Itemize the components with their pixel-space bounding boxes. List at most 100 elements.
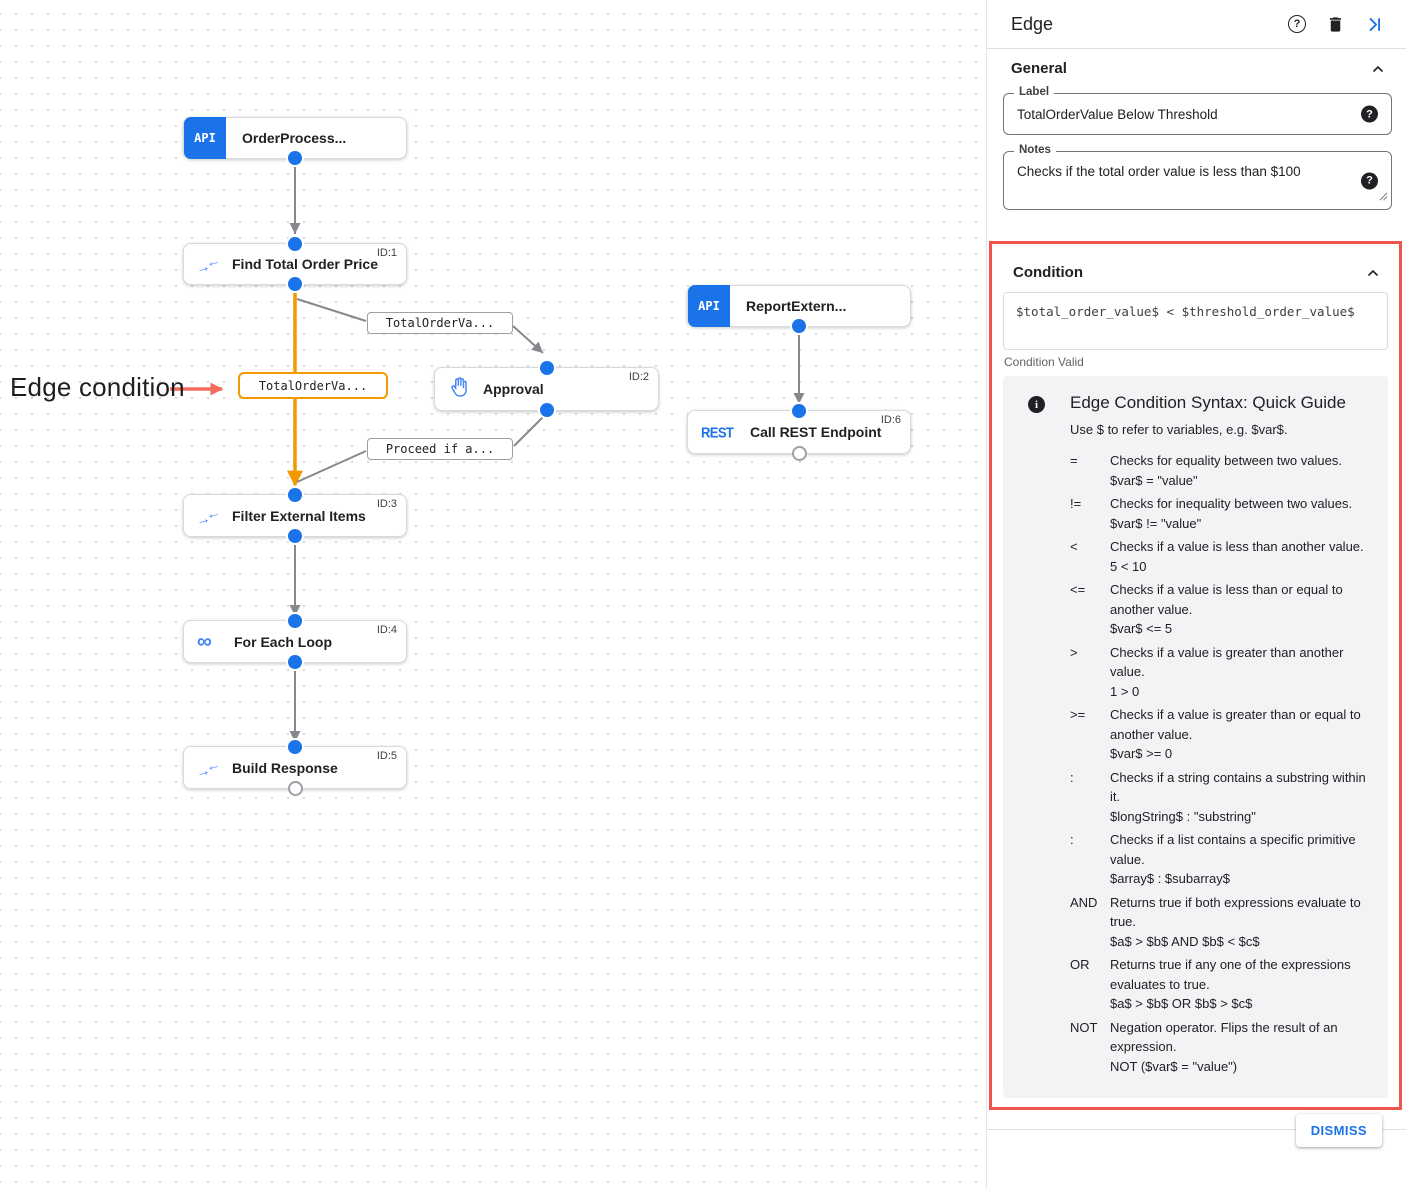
section-general: General Label ? Notes Checks if the tota… [987,60,1406,210]
guide-example: NOT ($var$ = "value") [1110,1058,1238,1074]
node-label: OrderProcess... [242,130,347,146]
label-field-wrapper: Label ? [1003,86,1392,135]
panel-header: Edge ? [987,0,1406,49]
guide-operator: <= [1070,582,1086,597]
data-mapping-icon: →← [194,755,222,780]
top-connector-port[interactable] [288,488,302,502]
edge-properties-panel: Edge ? General Lab [986,0,1406,1189]
node-label: Build Response [232,759,338,776]
dismiss-button[interactable]: DISMISS [1295,1114,1382,1147]
api-icon: API [688,285,730,327]
label-input[interactable] [1017,107,1347,122]
bottom-connector-port[interactable] [288,655,302,669]
guide-row: > Checks if a value is greater than anoth… [1070,643,1374,702]
guide-subtitle: Use $ to refer to variables, e.g. $var$. [1070,422,1288,437]
bottom-connector-port[interactable] [539,403,554,417]
edge-findtotal-approval-b[interactable] [512,325,544,354]
bottom-connector-port[interactable] [288,151,302,165]
label-help-icon[interactable]: ? [1361,105,1378,123]
bottom-connector-port[interactable] [287,781,303,796]
bottom-connector-port[interactable] [288,529,302,543]
guide-example: $var$ != "value" [1110,515,1202,531]
top-connector-port[interactable] [792,404,806,418]
top-connector-port[interactable] [288,237,302,251]
edge-label[interactable]: TotalOrderVa... [367,312,513,334]
guide-example: $longString$ : "substring" [1110,808,1256,824]
node-label: Approval [483,381,544,397]
guide-example: 1 > 0 [1110,683,1140,699]
guide-operator: >= [1070,707,1086,722]
edge-label[interactable]: Proceed if a... [367,438,513,460]
edge-findtotal-approval-a[interactable] [296,298,367,322]
panel-footer: DISMISS [987,1114,1406,1147]
guide-operator: OR [1070,957,1090,972]
collapse-panel-icon[interactable] [1365,15,1384,34]
guide-operator: < [1070,539,1078,554]
rest-icon: REST [701,423,734,441]
bottom-connector-port[interactable] [288,277,302,291]
loop-icon: ∞ [197,630,212,653]
label-field-label: Label [1014,86,1055,98]
chevron-up-icon[interactable] [1365,265,1381,281]
top-connector-port[interactable] [288,740,302,754]
notes-input[interactable]: Checks if the total order value is less … [1017,164,1347,182]
guide-operator: = [1070,453,1078,468]
node-label: Filter External Items [232,507,366,524]
notes-help-icon[interactable]: ? [1361,172,1378,189]
node-id-badge: ID:2 [628,371,649,383]
guide-operator: != [1070,496,1082,511]
flow-canvas[interactable]: Edge condition TotalOrderVa... TotalOrder… [0,0,986,1189]
guide-operator: > [1070,644,1078,660]
condition-valid-status: Condition Valid [1004,355,1084,369]
bottom-connector-port[interactable] [791,446,807,461]
guide-description: Checks for inequality between two values… [1110,496,1353,511]
edge-approval-filter-a[interactable] [513,412,548,447]
guide-example: $var$ = "value" [1110,472,1198,488]
guide-title: Edge Condition Syntax: Quick Guide [1070,393,1346,412]
top-connector-port[interactable] [288,614,302,628]
general-section-title: General [1011,60,1067,77]
bottom-connector-port[interactable] [792,319,806,333]
data-mapping-icon: →← [194,503,222,528]
guide-example: $a$ > $b$ OR $b$ > $c$ [1110,996,1253,1011]
panel-title: Edge [1011,13,1054,34]
node-approval[interactable]: Approval ID:2 [434,361,659,417]
guide-description: Checks if a value is less than another v… [1110,539,1364,554]
guide-row: :Checks if a list contains a specific pr… [1070,830,1374,889]
hand-approval-icon [448,376,470,403]
edge-condition-annotation: Edge condition [10,372,185,402]
edge-approval-filter-b[interactable] [296,450,367,483]
guide-example: $var$ >= 0 [1110,746,1173,761]
trash-icon[interactable] [1326,15,1345,34]
condition-input[interactable]: $total_order_value$ < $threshold_order_v… [1003,292,1388,350]
edges-layer [170,160,805,742]
resize-handle-icon[interactable] [1379,188,1388,206]
guide-operator: NOT [1070,1019,1098,1035]
condition-section-title: Condition [1013,264,1083,281]
guide-row: <=Checks if a value is less than or equa… [1070,580,1374,639]
guide-row: =Checks for equality between two values.… [1070,451,1374,490]
guide-description: Checks if a string contains a substring … [1110,769,1366,805]
edge-label-selected[interactable]: TotalOrderVa... [238,372,388,399]
guide-row: :Checks if a string contains a substring… [1070,768,1374,827]
guide-description: Checks if a value is greater than anothe… [1110,644,1344,680]
guide-description: Checks if a value is greater than or equ… [1110,707,1361,742]
chevron-up-icon[interactable] [1370,61,1386,77]
guide-example: 5 < 10 [1110,558,1147,574]
help-icon[interactable]: ? [1288,15,1306,33]
guide-example: $a$ > $b$ AND $b$ < $c$ [1110,933,1260,949]
guide-operator: : [1070,832,1074,847]
guide-row: < Checks if a value is less than another … [1070,537,1374,576]
top-connector-port[interactable] [539,361,554,375]
